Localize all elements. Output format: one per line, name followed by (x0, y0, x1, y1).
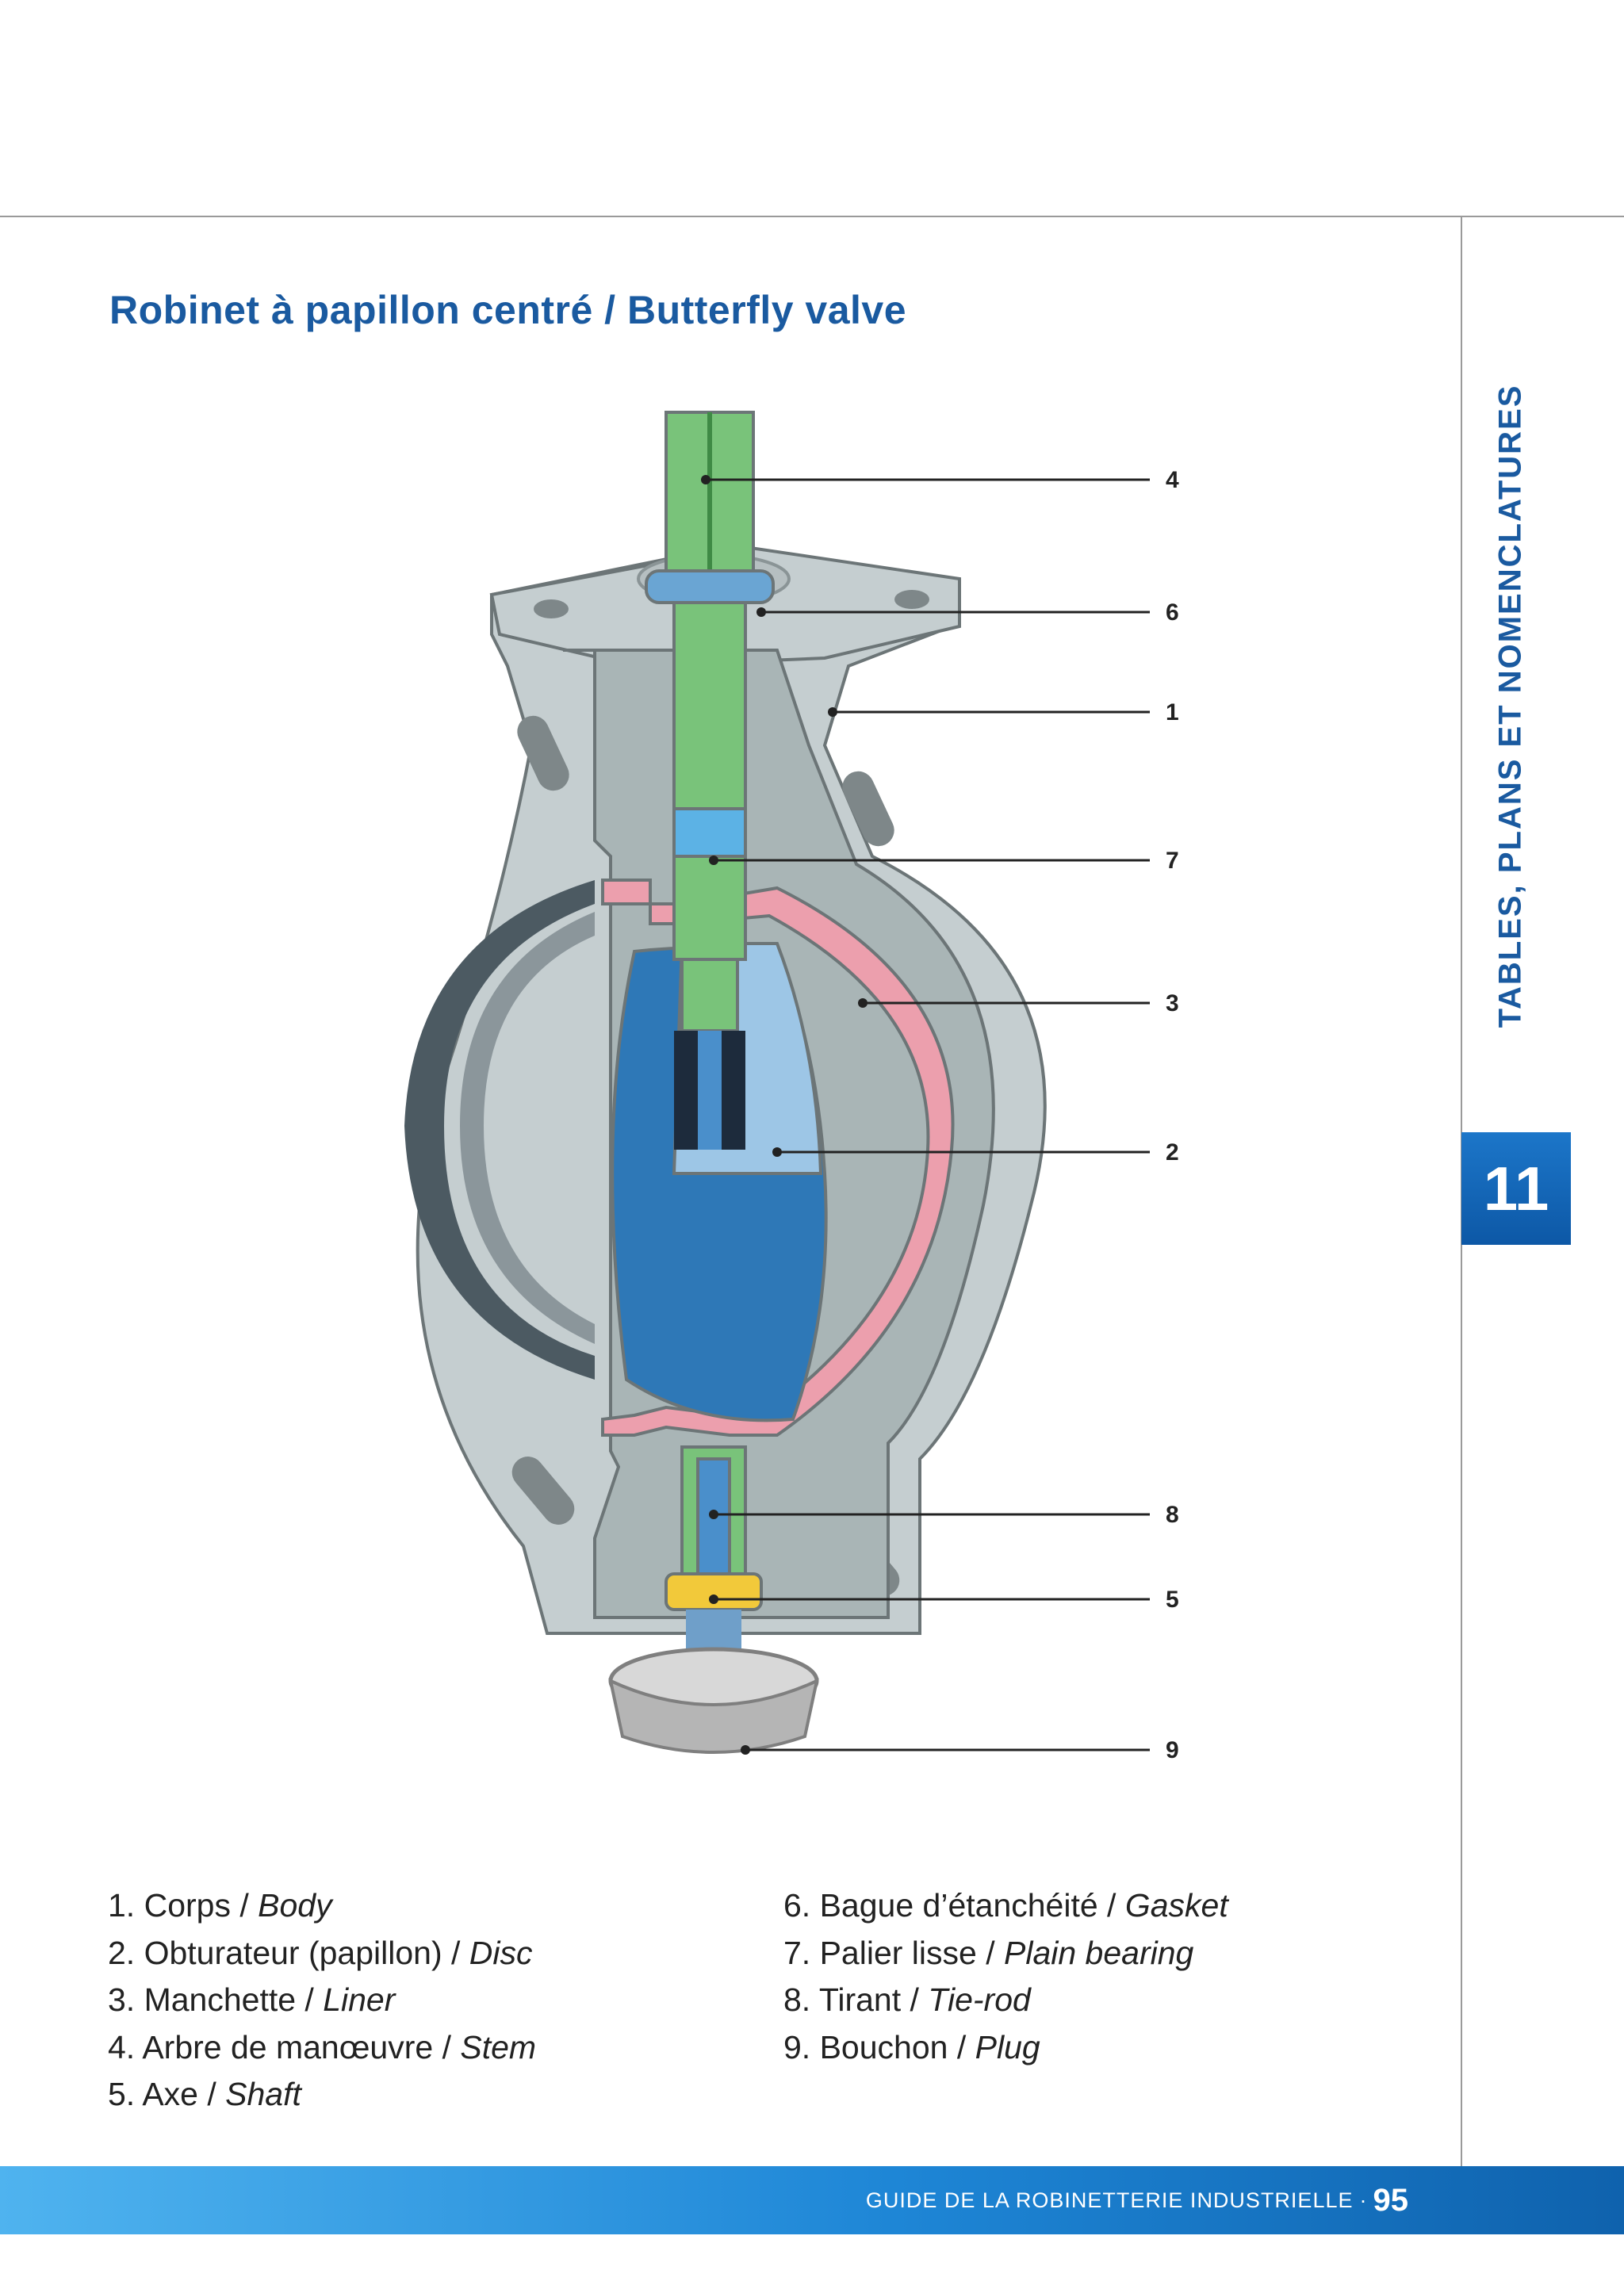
footer-bar: GUIDE DE LA ROBINETTERIE INDUSTRIELLE · … (0, 2166, 1624, 2234)
legend-right-column: 6. Bague d’étanchéité / Gasket 7. Palier… (783, 1882, 1228, 2071)
legend-item-tie-rod: 8. Tirant / Tie-rod (783, 1981, 1031, 2018)
stem-drive (680, 958, 739, 1032)
legend-item-gasket: 6. Bague d’étanchéité / Gasket (783, 1887, 1228, 1924)
body-slot-lower-left (511, 1457, 575, 1525)
legend-item-stem: 4. Arbre de manœuvre / Stem (108, 2028, 537, 2065)
shaft (665, 1572, 763, 1611)
flange-bolt-hole-left (534, 599, 569, 618)
footer-guide-title: GUIDE DE LA ROBINETTERIE INDUSTRIELLE (865, 2188, 1354, 2212)
liner (601, 879, 955, 1437)
liner-seat-ring (404, 880, 595, 1380)
plain-bearing (672, 807, 747, 858)
valve-diagram: 4 6 1 7 3 2 8 5 9 (404, 411, 1179, 1763)
side-section-label: TABLES, PLANS ET NOMENCLATURES (1467, 309, 1554, 1102)
side-section-label-text: TABLES, PLANS ET NOMENCLATURES (1492, 384, 1528, 1028)
body-slot-upper-right (842, 771, 894, 847)
chapter-tab: 11 (1461, 1132, 1571, 1245)
callout-9: 9 (1166, 1737, 1179, 1763)
stem-shaft (672, 601, 747, 961)
gasket (645, 569, 775, 604)
footer-separator: · (1359, 2188, 1367, 2212)
flange-bolt-hole-right (894, 590, 929, 609)
legend-item-body: 1. Corps / Body (108, 1887, 332, 1924)
callout-1: 1 (1166, 699, 1179, 725)
callout-4: 4 (1166, 467, 1179, 493)
butterfly-valve-figure: 4 6 1 7 3 2 8 5 9 (333, 396, 1285, 1792)
page-title: Robinet à papillon centré / Butterfly va… (109, 288, 907, 332)
legend-item-shaft: 5. Axe / Shaft (108, 2076, 301, 2112)
plug-body (608, 1678, 819, 1754)
legend-item-liner: 3. Manchette / Liner (108, 1981, 396, 2018)
body-slot-upper-left (517, 715, 569, 791)
footer-text: GUIDE DE LA ROBINETTERIE INDUSTRIELLE · … (866, 2166, 1408, 2234)
callout-8: 8 (1166, 1502, 1179, 1528)
legend-item-plain-bearing: 7. Palier lisse / Plain bearing (783, 1934, 1194, 1971)
callout-3: 3 (1166, 990, 1179, 1016)
callout-6: 6 (1166, 599, 1179, 626)
callout-7: 7 (1166, 848, 1179, 874)
top-rule (0, 216, 1624, 217)
callout-5: 5 (1166, 1587, 1179, 1613)
legend-left-column: 1. Corps / Body 2. Obturateur (papillon)… (108, 1882, 536, 2119)
legend-item-plug: 9. Bouchon / Plug (783, 2028, 1040, 2065)
page-number: 95 (1373, 2182, 1409, 2218)
legend-item-disc: 2. Obturateur (papillon) / Disc (108, 1934, 533, 1971)
callout-2: 2 (1166, 1139, 1179, 1166)
liner-seat-ring-inner (460, 912, 595, 1344)
